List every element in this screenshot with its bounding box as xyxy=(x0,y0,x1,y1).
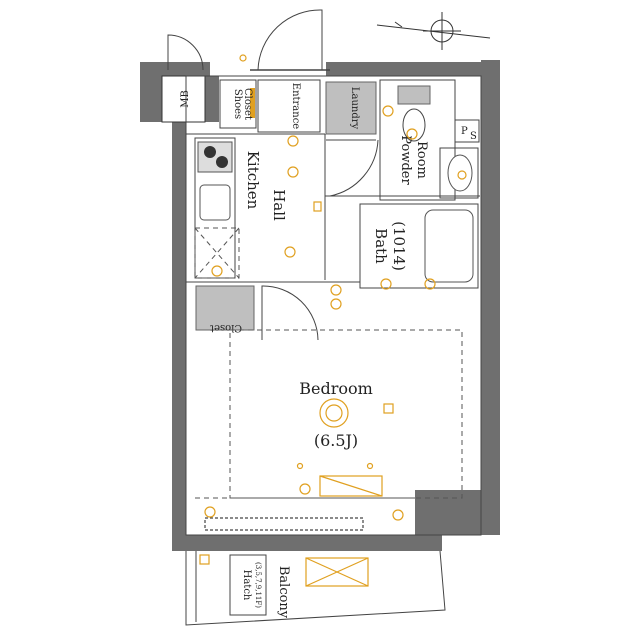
north-arrow-icon xyxy=(376,12,491,50)
bedroom-door[interactable] xyxy=(261,285,319,341)
mb-box xyxy=(161,75,206,123)
bedroom-size: (6.5J) xyxy=(314,431,358,450)
closet-label: Closet xyxy=(210,322,242,333)
hatch-label-1: Hatch xyxy=(241,570,252,601)
toilet-icon xyxy=(402,108,426,142)
ps-label-s: S xyxy=(470,131,477,142)
hall-label: Hall xyxy=(270,189,288,221)
entrance-area xyxy=(257,79,321,133)
powder-label-1: Powder xyxy=(398,135,413,185)
bedroom-label: Bedroom xyxy=(299,379,373,398)
ps-label-p: P xyxy=(461,126,468,137)
bath-label-1: Bath xyxy=(372,228,390,264)
ps-box xyxy=(454,119,480,143)
bath-room xyxy=(359,203,479,289)
shoes-closet-label-2: Closet xyxy=(242,88,253,120)
shoes-closet xyxy=(219,79,257,129)
laundry-label: Laundry xyxy=(349,87,360,130)
mb-door xyxy=(167,34,204,71)
balcony-area xyxy=(185,550,446,626)
kitchen-label: Kitchen xyxy=(244,151,262,210)
hatch-box xyxy=(229,554,267,616)
aircon xyxy=(319,475,383,497)
entrance-label: Entrance xyxy=(290,83,301,130)
burner-icon-2 xyxy=(216,156,228,168)
shoes-closet-label-1: Shoes xyxy=(232,89,243,119)
laundry-area xyxy=(325,81,377,135)
kitchen-sink xyxy=(199,184,231,221)
entrance-door[interactable] xyxy=(257,9,323,71)
balcony-window xyxy=(204,517,364,531)
washbasin xyxy=(439,147,479,199)
electrical-markers xyxy=(204,54,467,521)
fridge-space xyxy=(194,227,240,279)
balcony-unit xyxy=(305,557,369,587)
bedroom-area xyxy=(229,329,463,499)
closet-area xyxy=(195,285,255,331)
balcony-label: Balcony xyxy=(276,566,291,619)
bathtub xyxy=(424,209,474,283)
bath-label-2: (1014) xyxy=(390,221,408,271)
stove xyxy=(197,141,233,173)
ceiling-light-icon xyxy=(319,398,349,428)
hatch-label-2: (3,5,7,9,11F) xyxy=(254,562,262,608)
burner-icon xyxy=(204,146,216,158)
powder-label-2: Room xyxy=(414,141,429,179)
